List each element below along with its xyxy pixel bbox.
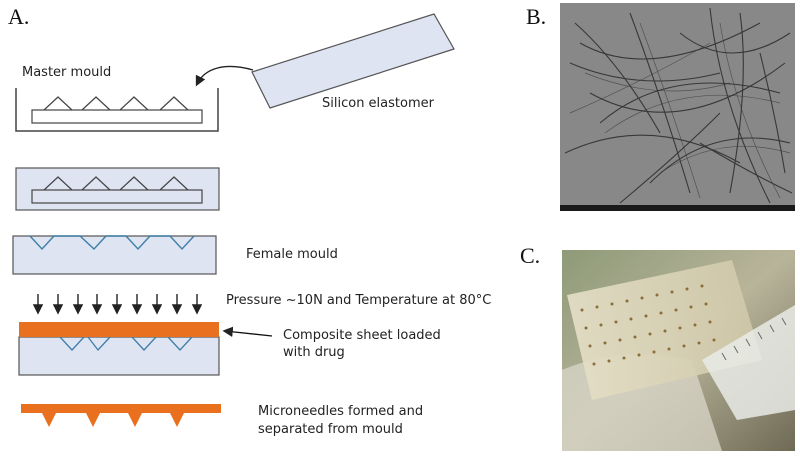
tem-micrograph xyxy=(560,3,795,211)
microneedle-patch xyxy=(21,404,221,427)
composite-sheet-assembly xyxy=(18,322,220,376)
master-mould-label: Master mould xyxy=(22,65,112,80)
silicon-elastomer-slab xyxy=(251,13,455,109)
composite-sheet-label-line2: with drug xyxy=(283,345,345,360)
filled-mould xyxy=(15,167,220,211)
patch-photo-illustration xyxy=(562,250,795,451)
panel-label-c: C. xyxy=(520,243,541,268)
panel-label-b: B. xyxy=(526,4,547,29)
composite-sheet-label-line1: Composite sheet loaded xyxy=(283,328,441,343)
microneedles-label-line2: separated from mould xyxy=(258,422,403,437)
microneedle-patch-photo xyxy=(562,250,795,451)
fiber-network xyxy=(560,3,795,211)
panel-label-a: A. xyxy=(8,4,30,29)
female-mould xyxy=(12,235,217,275)
pour-arrow xyxy=(195,65,254,87)
silicon-elastomer-label: Silicon elastomer xyxy=(322,96,434,111)
composite-sheet-pointer xyxy=(222,326,273,337)
master-mould xyxy=(15,88,219,132)
microneedles-label-line1: Microneedles formed and xyxy=(258,404,424,419)
pressure-temperature-label: Pressure ~10N and Temperature at 80°C xyxy=(226,293,492,308)
female-mould-label: Female mould xyxy=(246,247,338,262)
pressure-arrows xyxy=(32,294,203,315)
